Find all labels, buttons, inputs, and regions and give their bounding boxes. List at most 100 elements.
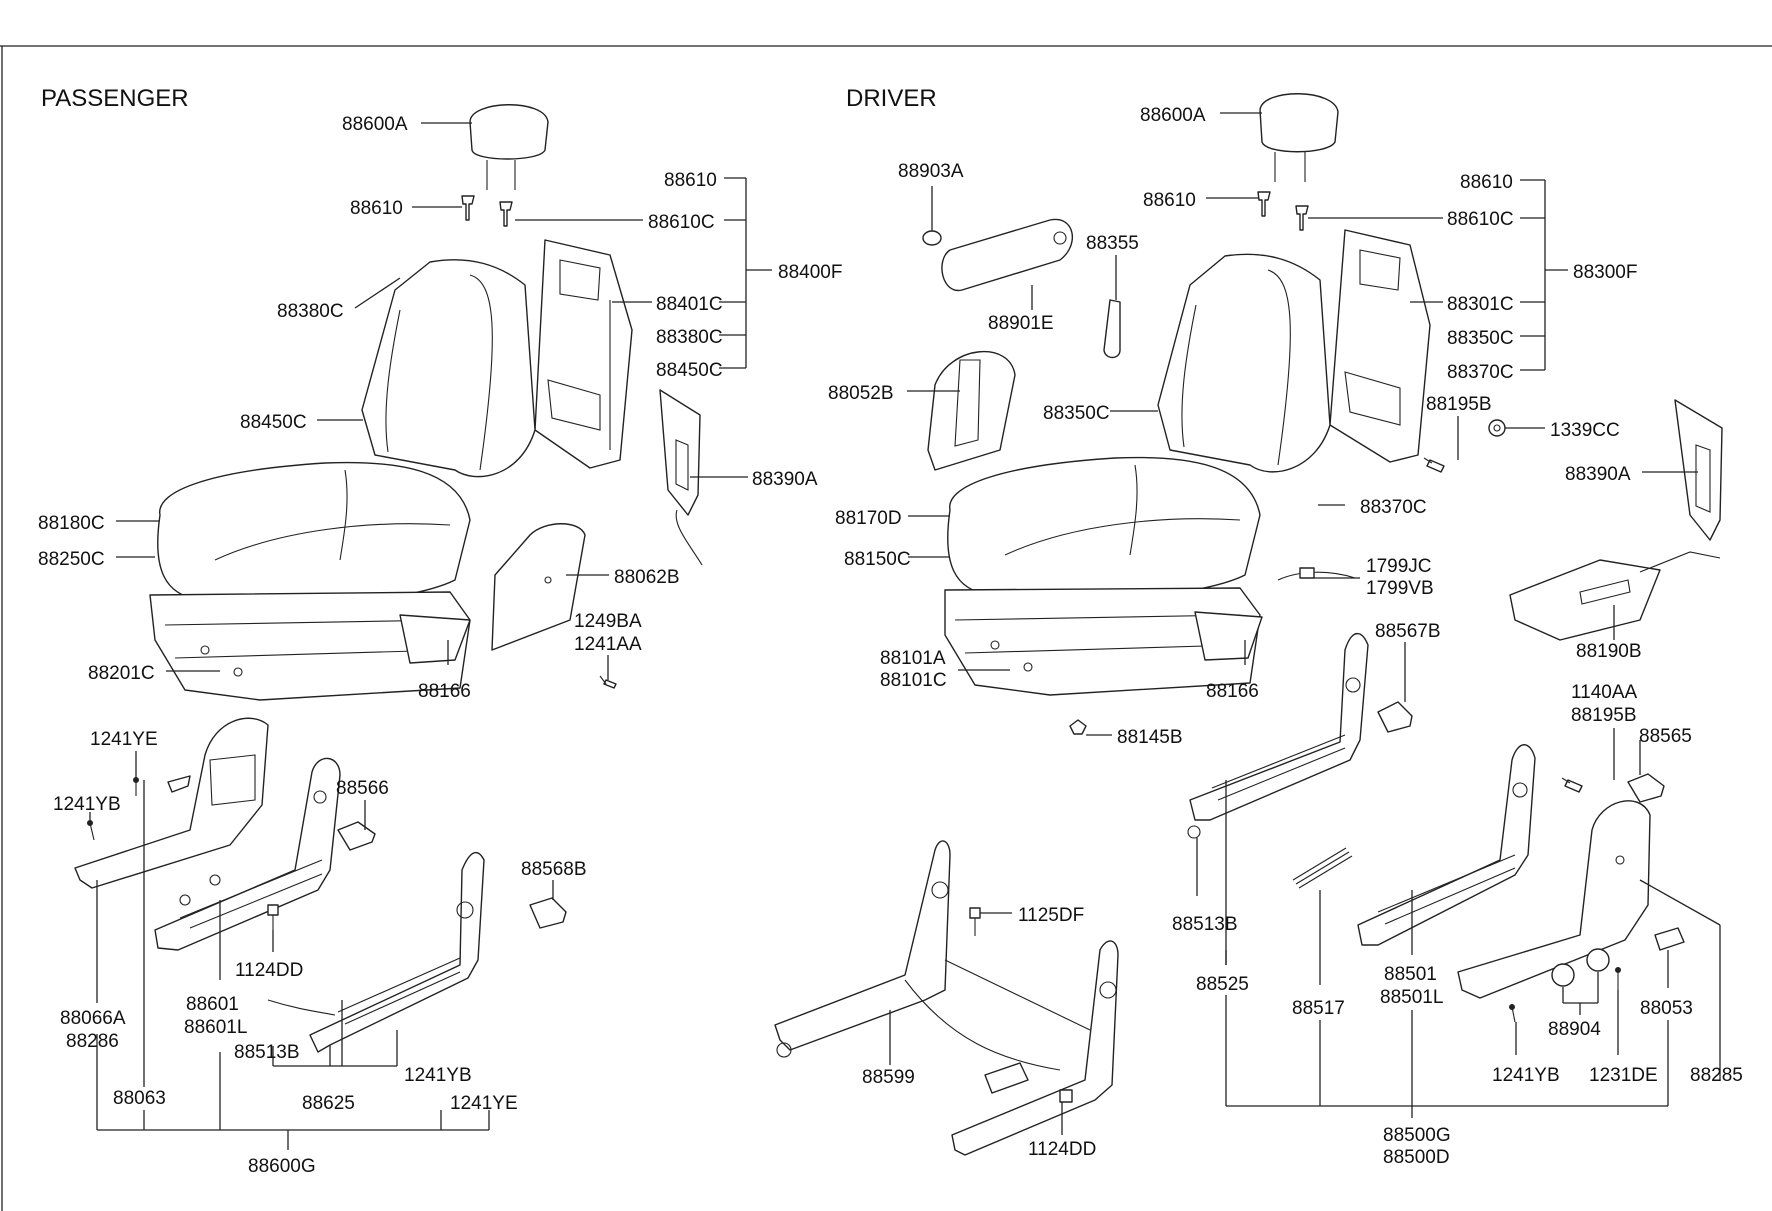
label-driver-88170D: 88170D: [835, 508, 902, 529]
driver-seat-mat: [1509, 551, 1721, 641]
label-passenger-88610C: 88610C: [648, 212, 715, 233]
leader-lines: [89, 112, 1721, 1150]
passenger-headrest-guide-pins: [461, 195, 513, 227]
label-driver-88101A: 88101A: [880, 648, 946, 669]
label-passenger-1241AA: 1241AA: [574, 634, 642, 655]
label-driver-88565: 88565: [1639, 726, 1692, 747]
driver-knob-88565: [1627, 773, 1665, 803]
driver-outer-track: [1357, 744, 1536, 946]
driver-bolt-1125DF: [969, 907, 981, 936]
driver-outer-recliner-cover: [1457, 800, 1651, 999]
passenger-inner-track-cover: [74, 717, 269, 889]
label-passenger-1241YB-bottom: 1241YB: [404, 1065, 472, 1086]
label-passenger-88566: 88566: [336, 778, 389, 799]
label-driver-88901E: 88901E: [988, 313, 1054, 334]
label-driver-88190B: 88190B: [1576, 641, 1642, 662]
label-driver-88500G: 88500G: [1383, 1125, 1451, 1146]
label-passenger-88625: 88625: [302, 1093, 355, 1114]
label-passenger-88401C: 88401C: [656, 294, 723, 315]
label-driver-88567B: 88567B: [1375, 621, 1441, 642]
passenger-outer-track: [267, 851, 485, 1053]
label-driver-1124DD: 1124DD: [1028, 1139, 1096, 1160]
label-driver-1231DE: 1231DE: [1589, 1065, 1658, 1086]
label-passenger-88450C-right: 88450C: [656, 360, 723, 381]
driver-seat-base-frame: [944, 587, 1261, 696]
label-passenger-88180C: 88180C: [38, 513, 105, 534]
label-passenger-88286: 88286: [66, 1031, 119, 1052]
label-driver-88903A: 88903A: [898, 161, 964, 182]
passenger-knob-88568B: [529, 897, 567, 929]
label-driver-88350C-left: 88350C: [1043, 403, 1110, 424]
label-driver-88350C-right: 88350C: [1447, 328, 1514, 349]
driver-heading: DRIVER: [846, 85, 937, 112]
driver-lever-88355: [1103, 299, 1121, 359]
driver-bolt-88195B: [1423, 457, 1445, 473]
label-driver-88195B-bottom: 88195B: [1571, 705, 1637, 726]
label-driver-88904: 88904: [1548, 1019, 1601, 1040]
driver-bolt-1140AA: [1561, 777, 1583, 793]
driver-nut-88145B: [1069, 719, 1087, 735]
driver-inner-track: [1187, 632, 1369, 839]
label-driver-88101C: 88101C: [880, 670, 947, 691]
label-passenger-88400F: 88400F: [778, 262, 842, 283]
label-driver-1799VB: 1799VB: [1366, 578, 1434, 599]
driver-inner-trim: [927, 351, 1016, 471]
label-driver-1140AA: 1140AA: [1571, 682, 1638, 703]
label-passenger-88380C-right: 88380C: [656, 327, 723, 348]
passenger-headrest: [469, 104, 549, 190]
passenger-recliner-track-assy: [154, 757, 341, 951]
driver-seatback-frame: [1329, 229, 1431, 463]
label-passenger-88380C-left: 88380C: [277, 301, 344, 322]
label-driver-88610C: 88610C: [1447, 209, 1514, 230]
label-driver-88166: 88166: [1206, 681, 1259, 702]
passenger-track-lever: [167, 775, 191, 793]
label-passenger-1241YE-top: 1241YE: [90, 729, 158, 750]
driver-power-track-assy: [774, 840, 1119, 1156]
driver-seat-cushion: [947, 456, 1261, 601]
label-driver-88501: 88501: [1384, 964, 1437, 985]
label-passenger-88601L: 88601L: [184, 1017, 247, 1038]
driver-back-board: [1674, 399, 1723, 541]
label-driver-88513B: 88513B: [1172, 914, 1238, 935]
label-driver-88300F: 88300F: [1573, 262, 1637, 283]
label-driver-88500D: 88500D: [1383, 1147, 1450, 1168]
passenger-back-board: [659, 389, 703, 566]
passenger-small-bolts: [87, 777, 279, 930]
label-passenger-88166: 88166: [418, 681, 471, 702]
label-passenger-88610-right: 88610: [664, 170, 717, 191]
label-passenger-88066A: 88066A: [60, 1008, 126, 1029]
label-passenger-88610-left: 88610: [350, 198, 403, 219]
driver-armrest: [941, 218, 1073, 291]
label-driver-88501L: 88501L: [1380, 987, 1443, 1008]
label-driver-88301C: 88301C: [1447, 294, 1514, 315]
label-passenger-1124DD: 1124DD: [235, 960, 303, 981]
label-passenger-88450C-left: 88450C: [240, 412, 307, 433]
label-driver-1125DF: 1125DF: [1018, 905, 1084, 926]
label-driver-88610-right: 88610: [1460, 172, 1513, 193]
label-driver-88525: 88525: [1196, 974, 1249, 995]
label-driver-88052B: 88052B: [828, 383, 894, 404]
label-driver-88390A: 88390A: [1565, 464, 1631, 485]
label-passenger-88600G: 88600G: [248, 1156, 316, 1177]
label-passenger-1241YE-bottom: 1241YE: [450, 1093, 518, 1114]
label-driver-88517: 88517: [1292, 998, 1345, 1019]
driver-seatback: [1157, 253, 1331, 473]
label-passenger-88062B: 88062B: [614, 567, 680, 588]
label-driver-88285: 88285: [1690, 1065, 1743, 1086]
passenger-under-cover: [399, 614, 471, 664]
label-driver-88145B: 88145B: [1117, 727, 1183, 748]
label-driver-88610-left: 88610: [1143, 190, 1196, 211]
label-passenger-88201C: 88201C: [88, 663, 155, 684]
driver-nut-1339CC: [1488, 419, 1506, 437]
driver-harness: [1277, 567, 1356, 581]
label-passenger-88390A: 88390A: [752, 469, 818, 490]
label-passenger-88063: 88063: [113, 1088, 166, 1109]
driver-cap-88053: [1654, 927, 1685, 951]
label-passenger-88601: 88601: [186, 994, 239, 1015]
passenger-bolt: [599, 675, 617, 689]
label-driver-88053: 88053: [1640, 998, 1693, 1019]
label-driver-88195B-top: 88195B: [1426, 394, 1492, 415]
passenger-seat-cushion: [157, 461, 471, 606]
driver-spring: [1292, 847, 1353, 889]
label-passenger-1249BA: 1249BA: [574, 611, 642, 632]
